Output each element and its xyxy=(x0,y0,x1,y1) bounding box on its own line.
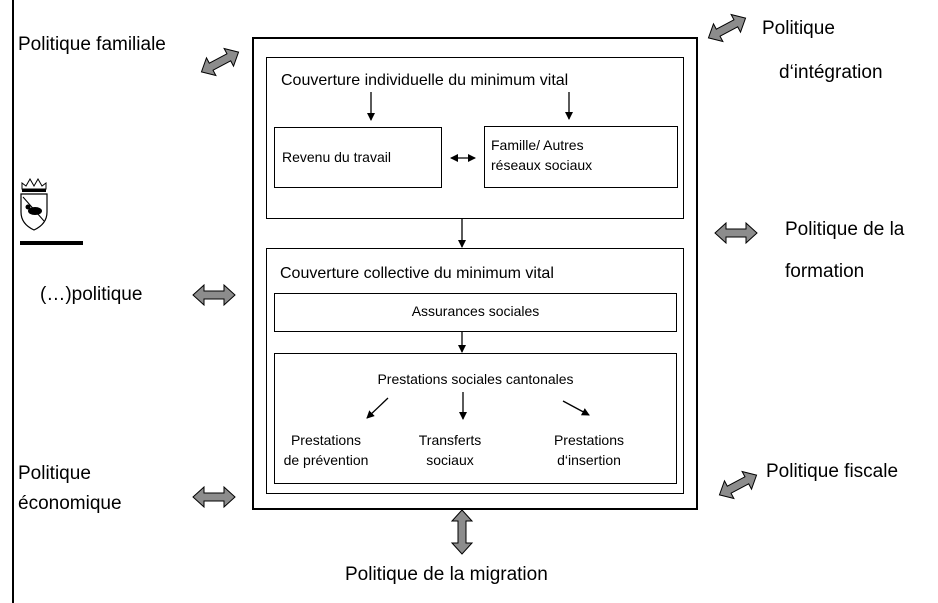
social-transfers-label-2: sociaux xyxy=(426,452,474,468)
cantonal-benefits-box: Prestations sociales cantonales Prestati… xyxy=(274,353,677,484)
education-policy-arrow xyxy=(714,221,758,245)
individual-coverage-title: Couverture individuelle du minimum vital xyxy=(281,72,569,89)
family-policy-arrow xyxy=(200,47,240,77)
economic-policy-arrow xyxy=(192,485,236,509)
migration-policy-label: Politique de la migration xyxy=(345,564,548,585)
social-insurance-label: Assurances sociales xyxy=(411,303,540,319)
prevention-benefits-label-2: de prévention xyxy=(283,452,369,468)
prevention-benefits-label-1: Prestations xyxy=(290,432,362,448)
family-networks-label-2: réseaux sociaux xyxy=(491,157,593,173)
fiscal-policy-label: Politique fiscale xyxy=(766,461,899,482)
social-insurance-box: Assurances sociales xyxy=(274,293,677,332)
economic-policy-label-1: Politique xyxy=(18,463,91,484)
arrow-to-prevention xyxy=(366,397,389,419)
crest-underline xyxy=(20,241,83,245)
integration-policy-arrow xyxy=(707,13,747,43)
left-border-line xyxy=(12,0,14,603)
social-transfers-label-1: Transferts xyxy=(418,432,482,448)
family-policy-label: Politique familiale xyxy=(18,34,166,55)
bern-coat-of-arms-icon xyxy=(20,177,48,231)
economic-policy-label-2: économique xyxy=(18,493,122,514)
arrow-to-insertion xyxy=(562,400,590,416)
integration-policy-label-2: d‘intégration xyxy=(779,62,883,83)
work-income-box: Revenu du travail xyxy=(274,127,442,188)
collective-coverage-title: Couverture collective du minimum vital xyxy=(280,265,554,282)
education-policy-label-1: Politique de la xyxy=(785,219,905,240)
migration-policy-arrow xyxy=(450,509,474,555)
other-policy-label: (…)politique xyxy=(40,284,143,305)
cantonal-benefits-label: Prestations sociales cantonales xyxy=(377,371,574,387)
fiscal-policy-arrow xyxy=(718,470,758,500)
integration-policy-label-1: Politique xyxy=(762,18,835,39)
other-policy-arrow xyxy=(192,283,236,307)
work-income-label: Revenu du travail xyxy=(282,149,391,165)
insertion-benefits-label-2: d‘insertion xyxy=(557,452,621,468)
insertion-benefits-label-1: Prestations xyxy=(553,432,625,448)
family-networks-box: Famille/ Autres réseaux sociaux xyxy=(484,126,678,188)
family-networks-label-1: Famille/ Autres xyxy=(491,137,584,153)
education-policy-label-2: formation xyxy=(785,261,865,282)
